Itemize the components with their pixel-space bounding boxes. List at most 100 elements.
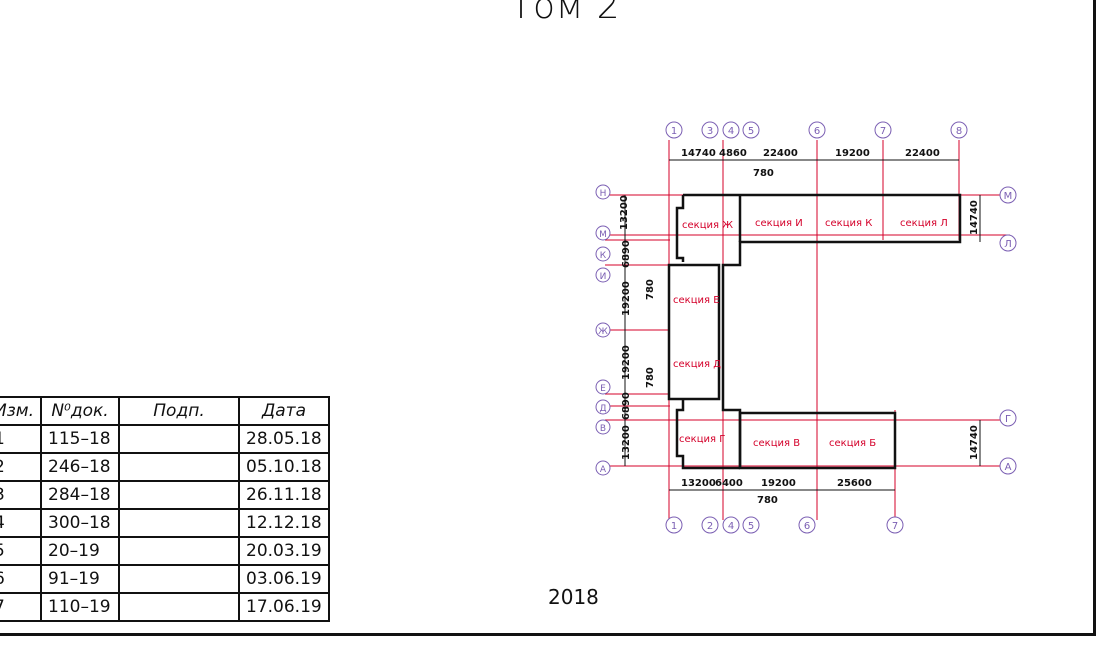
- dim-left-3: 19200: [621, 281, 632, 316]
- axis-bottom-5: 5: [748, 521, 754, 532]
- dim-right-2: 14740: [969, 425, 980, 460]
- dim-left-small-1: 780: [645, 279, 656, 300]
- cell-sign: [118, 508, 240, 538]
- table-row: 6 91–19 03.06.19: [0, 564, 330, 594]
- table-row: 2 246–18 05.10.18: [0, 452, 330, 482]
- axis-left-N: Н: [600, 189, 607, 199]
- dimension-lines: [624, 159, 981, 491]
- cell-change: 5: [0, 536, 42, 566]
- grid-lines: [605, 140, 1010, 520]
- axis-left-V: В: [600, 424, 606, 434]
- cell-date: 26.11.18: [238, 480, 330, 510]
- cell-sign: [118, 424, 240, 454]
- cell-sign: [118, 592, 240, 622]
- axis-top-5: 5: [748, 126, 754, 137]
- cell-doc: 20–19: [40, 536, 120, 566]
- axis-top-7: 7: [880, 126, 886, 137]
- cell-date: 05.10.18: [238, 452, 330, 482]
- dim-top-2: 4860: [719, 148, 747, 159]
- axis-left-Zh: Ж: [598, 327, 608, 337]
- section-i-label: секция И: [755, 218, 803, 229]
- cell-doc: 300–18: [40, 508, 120, 538]
- axis-bottom-1: 1: [671, 521, 677, 532]
- axis-left-K: К: [600, 251, 607, 261]
- axis-right-A: А: [1005, 462, 1012, 473]
- section-l-label: секция Л: [900, 218, 948, 229]
- building-floor-plan: 1 3 4 5 6 7 8 1 2 4 5 6 7 Н М К И Ж Е Д …: [595, 121, 1017, 534]
- cell-sign: [118, 564, 240, 594]
- dim-top-1: 14740: [681, 148, 716, 159]
- header-change: Изм.: [0, 396, 42, 426]
- axis-right-G: Г: [1005, 414, 1011, 425]
- axis-left-I: И: [600, 272, 607, 282]
- cell-change: 1: [0, 424, 42, 454]
- axis-top-1: 1: [671, 126, 677, 137]
- revision-table: Изм. N⁰док. Подп. Дата 1 115–18 28.05.18…: [0, 396, 330, 622]
- axis-bottom-6: 6: [804, 521, 810, 532]
- dim-top-5: 22400: [905, 148, 940, 159]
- cell-change: 4: [0, 508, 42, 538]
- dim-bottom-4: 25600: [837, 478, 872, 489]
- sheet-frame-bottom: [0, 633, 1096, 636]
- cell-doc: 115–18: [40, 424, 120, 454]
- cell-sign: [118, 452, 240, 482]
- cell-doc: 91–19: [40, 564, 120, 594]
- cell-sign: [118, 536, 240, 566]
- header-doc-number: N⁰док.: [40, 396, 120, 426]
- section-zh-label: секция Ж: [682, 220, 733, 231]
- axis-top-3: 3: [707, 126, 713, 137]
- dim-bottom-1: 13200: [681, 478, 716, 489]
- year-label: 2018: [548, 585, 599, 609]
- cell-date: 03.06.19: [238, 564, 330, 594]
- left-axis-markers: Н М К И Ж Е Д В А: [595, 184, 611, 476]
- section-d-label: секция Д: [673, 359, 721, 370]
- cell-doc: 246–18: [40, 452, 120, 482]
- axis-bottom-7: 7: [892, 521, 898, 532]
- axis-left-A: А: [600, 465, 607, 475]
- dim-bottom-3: 19200: [761, 478, 796, 489]
- cell-doc: 284–18: [40, 480, 120, 510]
- axis-bottom-4: 4: [728, 521, 734, 532]
- table-row: 4 300–18 12.12.18: [0, 508, 330, 538]
- bottom-axis-markers: 1 2 4 5 6 7: [665, 516, 904, 534]
- section-v-label: секция В: [753, 438, 800, 449]
- dim-top-small: 780: [753, 168, 774, 179]
- dim-bottom-small: 780: [757, 495, 778, 506]
- dim-left-1: 13200: [619, 195, 630, 230]
- cell-doc: 110–19: [40, 592, 120, 622]
- top-axis-markers: 1 3 4 5 6 7 8: [665, 121, 968, 139]
- sheet-frame-right: [1093, 0, 1096, 636]
- axis-right-L: Л: [1004, 239, 1012, 250]
- right-axis-markers: М Л Г А: [999, 186, 1017, 475]
- dim-right-1: 14740: [969, 200, 980, 235]
- table-row: 7 110–19 17.06.19: [0, 592, 330, 622]
- axis-left-M: М: [599, 230, 607, 240]
- cell-change: 2: [0, 452, 42, 482]
- axis-bottom-2: 2: [707, 521, 713, 532]
- cell-change: 7: [0, 592, 42, 622]
- cell-sign: [118, 480, 240, 510]
- dim-left-2: 6890: [621, 240, 632, 268]
- cell-date: 20.03.19: [238, 536, 330, 566]
- dim-top-3: 22400: [763, 148, 798, 159]
- dim-left-4: 19200: [621, 345, 632, 380]
- header-date: Дата: [238, 396, 330, 426]
- section-b-label: секция Б: [829, 438, 876, 449]
- axis-top-6: 6: [814, 126, 820, 137]
- section-labels: секция Ж секция И секция К секция Л секц…: [673, 218, 948, 449]
- dim-left-6: 13200: [621, 425, 632, 460]
- cell-date: 12.12.18: [238, 508, 330, 538]
- revision-table-header: Изм. N⁰док. Подп. Дата: [0, 396, 330, 426]
- section-g-label: секция Г: [679, 434, 725, 445]
- axis-top-4: 4: [728, 126, 734, 137]
- axis-top-8: 8: [956, 126, 962, 137]
- cell-change: 6: [0, 564, 42, 594]
- axis-right-M: М: [1004, 191, 1013, 202]
- dim-bottom-2: 6400: [715, 478, 743, 489]
- volume-title: Том 2: [510, 0, 621, 27]
- dim-top-4: 19200: [835, 148, 870, 159]
- dim-left-small-2: 780: [645, 367, 656, 388]
- section-e-label: секция Е: [673, 295, 720, 306]
- dim-left-5: 6890: [621, 392, 632, 420]
